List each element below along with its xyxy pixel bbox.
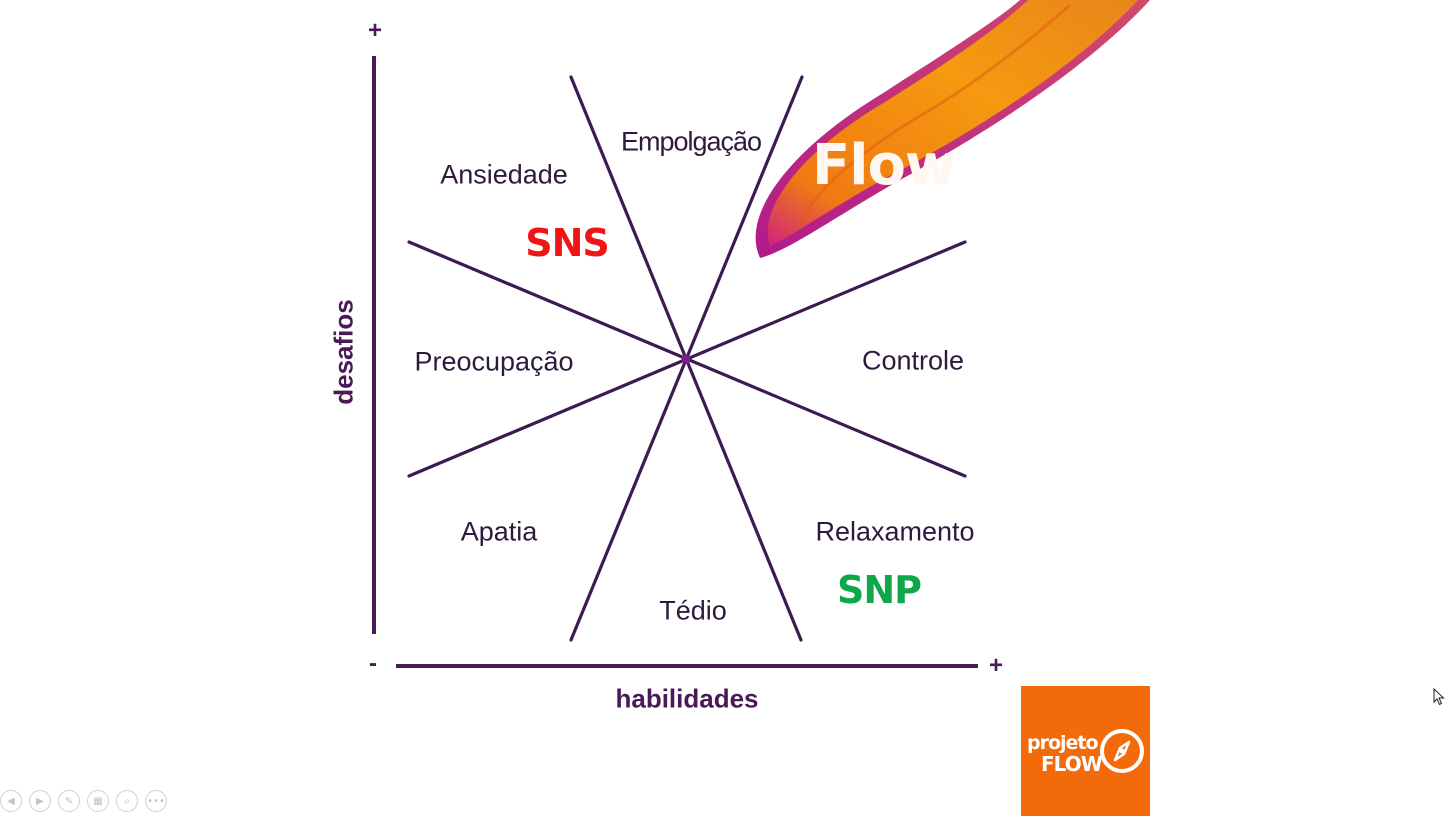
origin-minus: - — [369, 650, 377, 677]
zone-label-apatia: Apatia — [460, 516, 538, 547]
x-axis-title: habilidades — [615, 683, 759, 714]
y-axis-title: desafios — [328, 299, 359, 405]
zone-label-ansiedade: Ansiedade — [440, 159, 568, 190]
mouse-cursor-icon — [1433, 688, 1445, 706]
snp-annotation: SNP — [836, 568, 922, 612]
projeto-flow-logo: projeto FLOW — [1021, 686, 1150, 816]
y-axis-plus: + — [367, 17, 383, 44]
sns-annotation: SNS — [525, 221, 610, 265]
zone-label-controle: Controle — [861, 345, 965, 376]
zone-label-tedio: Tédio — [659, 595, 727, 626]
flow-channel — [755, 0, 1150, 258]
zone-label-empolgacao: Empolgação — [620, 126, 762, 157]
more-options-icon[interactable]: ••• — [145, 790, 167, 812]
previous-slide-icon[interactable]: ◀ — [0, 790, 22, 812]
logo-text-projeto: projeto — [1027, 732, 1099, 754]
logo-text-flow: FLOW — [1041, 752, 1103, 776]
zone-label-flow: Flow — [812, 133, 957, 198]
zoom-icon[interactable]: ⌕ — [116, 790, 138, 812]
pen-icon[interactable]: ✎ — [58, 790, 80, 812]
zone-label-preocupacao: Preocupação — [414, 346, 574, 377]
zone-label-relaxamento: Relaxamento — [815, 516, 975, 547]
presentation-toolbar: ◀ ▶ ✎ ▦ ⌕ ••• — [0, 790, 167, 814]
cover-patch — [618, 76, 764, 116]
center-point — [681, 354, 691, 364]
compass-icon — [1100, 729, 1144, 773]
slides-grid-icon[interactable]: ▦ — [87, 790, 109, 812]
next-slide-icon[interactable]: ▶ — [29, 790, 51, 812]
x-axis-plus: + — [988, 652, 1004, 679]
